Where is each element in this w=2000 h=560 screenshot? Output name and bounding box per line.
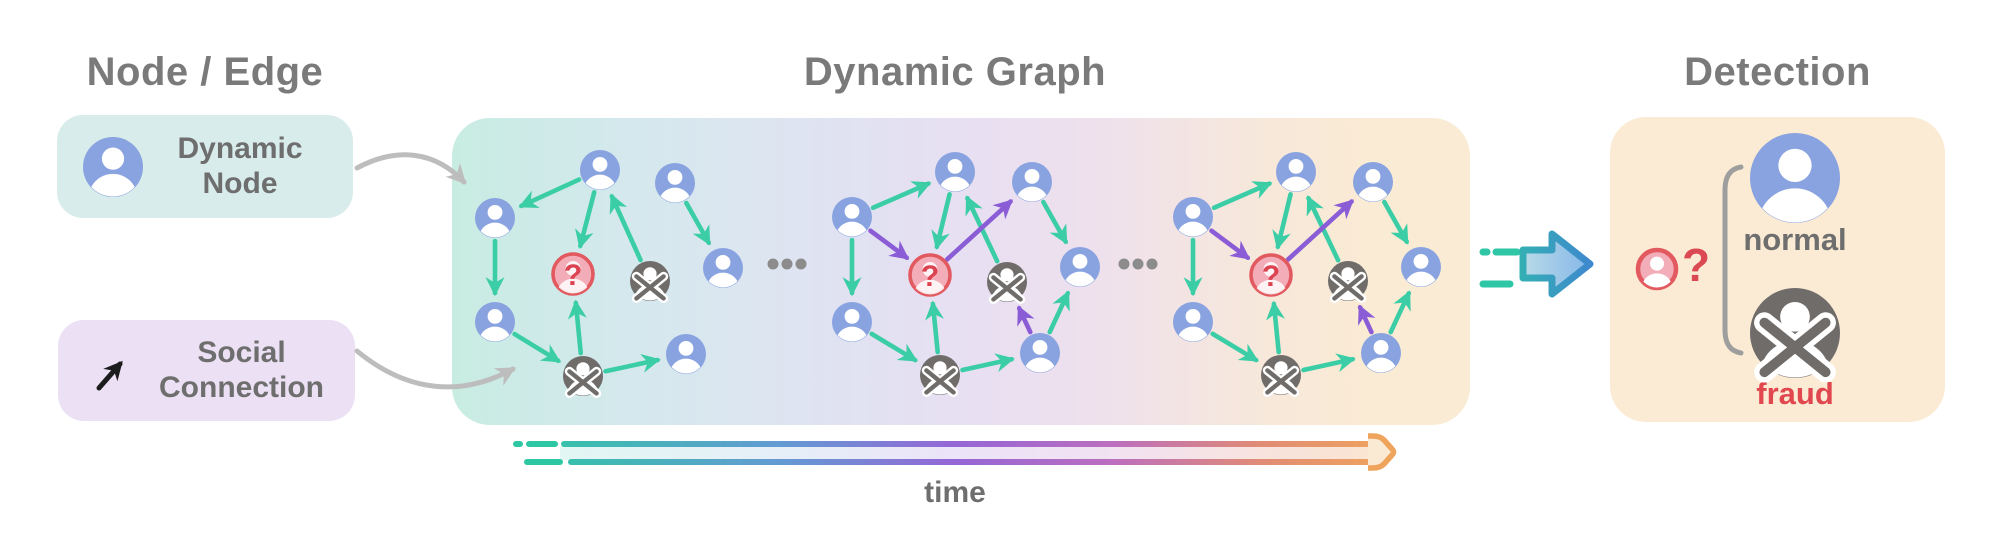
user-node-icon	[83, 136, 143, 197]
normal-class-label: normal	[1743, 222, 1847, 257]
time-axis-label: time	[924, 476, 986, 509]
query-question-mark: ?	[1682, 239, 1711, 291]
social-connection-arrow-icon	[96, 360, 123, 390]
transition-arrow	[1479, 230, 1594, 298]
section-title-dynamic-graph: Dynamic Graph	[803, 50, 1107, 94]
legend-social-connection: Social Connection	[58, 320, 355, 421]
section-title-detection: Detection	[1684, 50, 1871, 94]
legend-social-connection-label: Social Connection	[159, 336, 324, 404]
legend-dynamic-node-label: Dynamic Node	[177, 132, 303, 200]
section-title-node-edge: Node / Edge	[86, 50, 324, 94]
dynamic-node-icon	[83, 136, 143, 197]
fraud-class-label: fraud	[1756, 376, 1834, 411]
legend-dynamic-node: Dynamic Node	[57, 115, 353, 218]
dynamic-graph-panel	[452, 118, 1470, 425]
time-arrow	[513, 433, 1397, 471]
